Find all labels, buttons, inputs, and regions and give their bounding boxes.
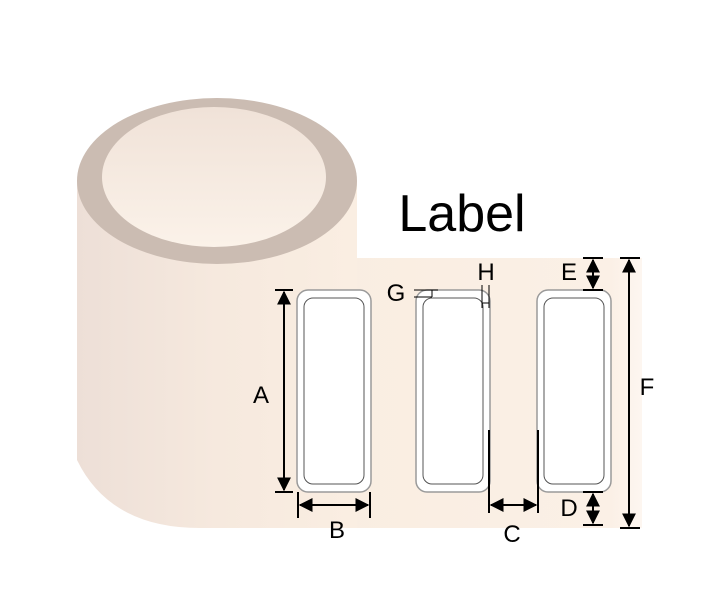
dimension-f-label: F [640, 374, 655, 401]
dimension-g-label: G [387, 280, 406, 307]
dimension-d [583, 491, 603, 526]
dimension-d-label: D [560, 495, 577, 522]
dimension-a-label: A [253, 382, 269, 409]
label-3 [536, 289, 612, 493]
dimension-f [620, 257, 640, 529]
label-1 [296, 289, 372, 493]
roll-core [102, 107, 326, 247]
dimension-h-label: H [477, 259, 494, 286]
dimension-b-label: B [329, 517, 345, 544]
dimension-c-label: C [503, 521, 520, 548]
dimension-c [488, 430, 539, 513]
dimension-e-label: E [561, 259, 577, 286]
dimension-e [583, 257, 603, 291]
label-2 [415, 289, 491, 493]
diagram-title: Label [398, 185, 525, 243]
dimension-h [481, 285, 490, 308]
dimension-b [297, 492, 371, 518]
dimension-g [414, 289, 438, 298]
dimension-a [275, 289, 293, 493]
